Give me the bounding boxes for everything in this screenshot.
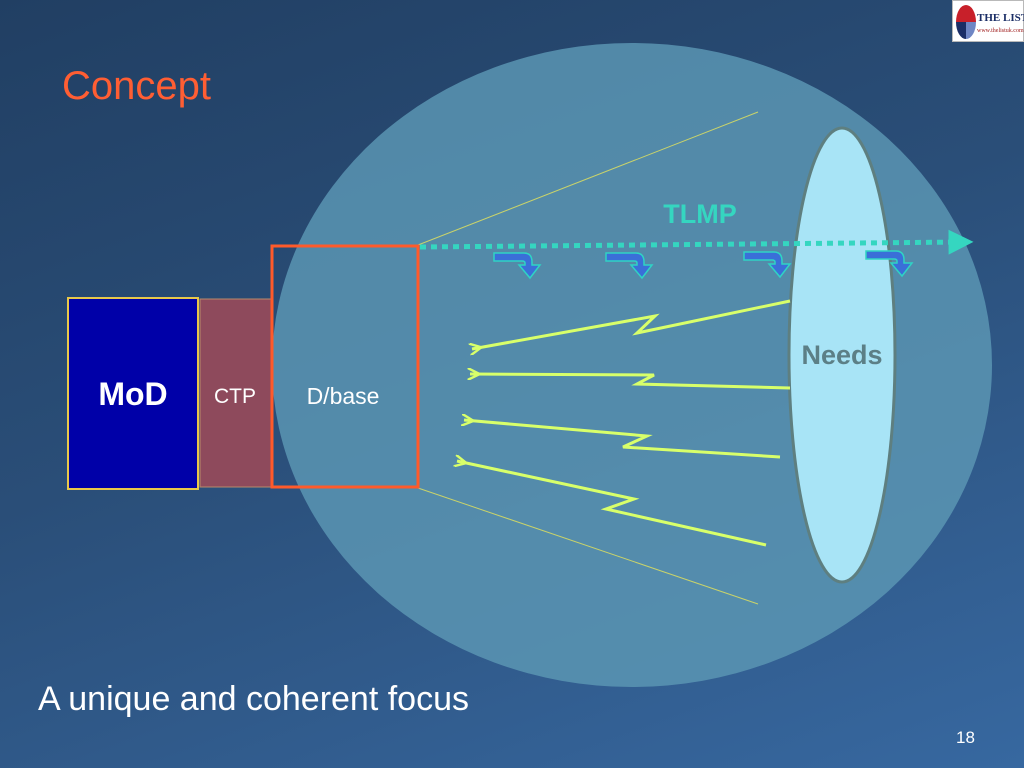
- tlmp-dotted-arrow: [419, 229, 974, 255]
- dbase-label: D/base: [307, 383, 380, 409]
- logo-name: THE LISTTM: [977, 12, 1024, 24]
- ctp-node: CTP: [199, 298, 272, 488]
- mod-node: MoD: [67, 297, 199, 490]
- lightning-arrow: [464, 420, 781, 459]
- dbase-box: [270, 244, 420, 489]
- tlmp-label: TLMP: [663, 199, 737, 229]
- dbase-node: D/base: [270, 244, 420, 489]
- ctp-label: CTP: [214, 385, 256, 408]
- lightning-arrow: [470, 374, 791, 390]
- tlmp-flow: TLMP: [419, 199, 974, 280]
- lightning-arrow: [457, 461, 767, 547]
- projection-line-top: [417, 111, 759, 246]
- page-number: 18: [956, 728, 975, 747]
- projection-line-bottom: [417, 487, 759, 605]
- needs-node: Needs: [787, 126, 897, 584]
- slide-caption: A unique and coherent focus: [38, 680, 469, 718]
- mod-box: [67, 297, 199, 490]
- the-list-logo: THE LISTTM www.thelistuk.com: [952, 0, 1024, 42]
- logo-emblem-icon: [956, 5, 976, 39]
- flow-step-icon: [493, 252, 542, 280]
- needs-ellipse: [787, 126, 897, 584]
- lightning-arrows: [457, 299, 791, 547]
- flow-step-icon: [743, 251, 792, 279]
- flow-step-icon: [605, 252, 654, 280]
- flow-step-icon: [865, 250, 914, 278]
- logo-url: www.thelistuk.com: [977, 28, 1024, 34]
- mod-label: MoD: [98, 376, 167, 412]
- needs-label: Needs: [801, 340, 882, 370]
- slide-title: Concept: [62, 64, 211, 108]
- ctp-box: [199, 298, 272, 488]
- lightning-arrow: [472, 299, 791, 349]
